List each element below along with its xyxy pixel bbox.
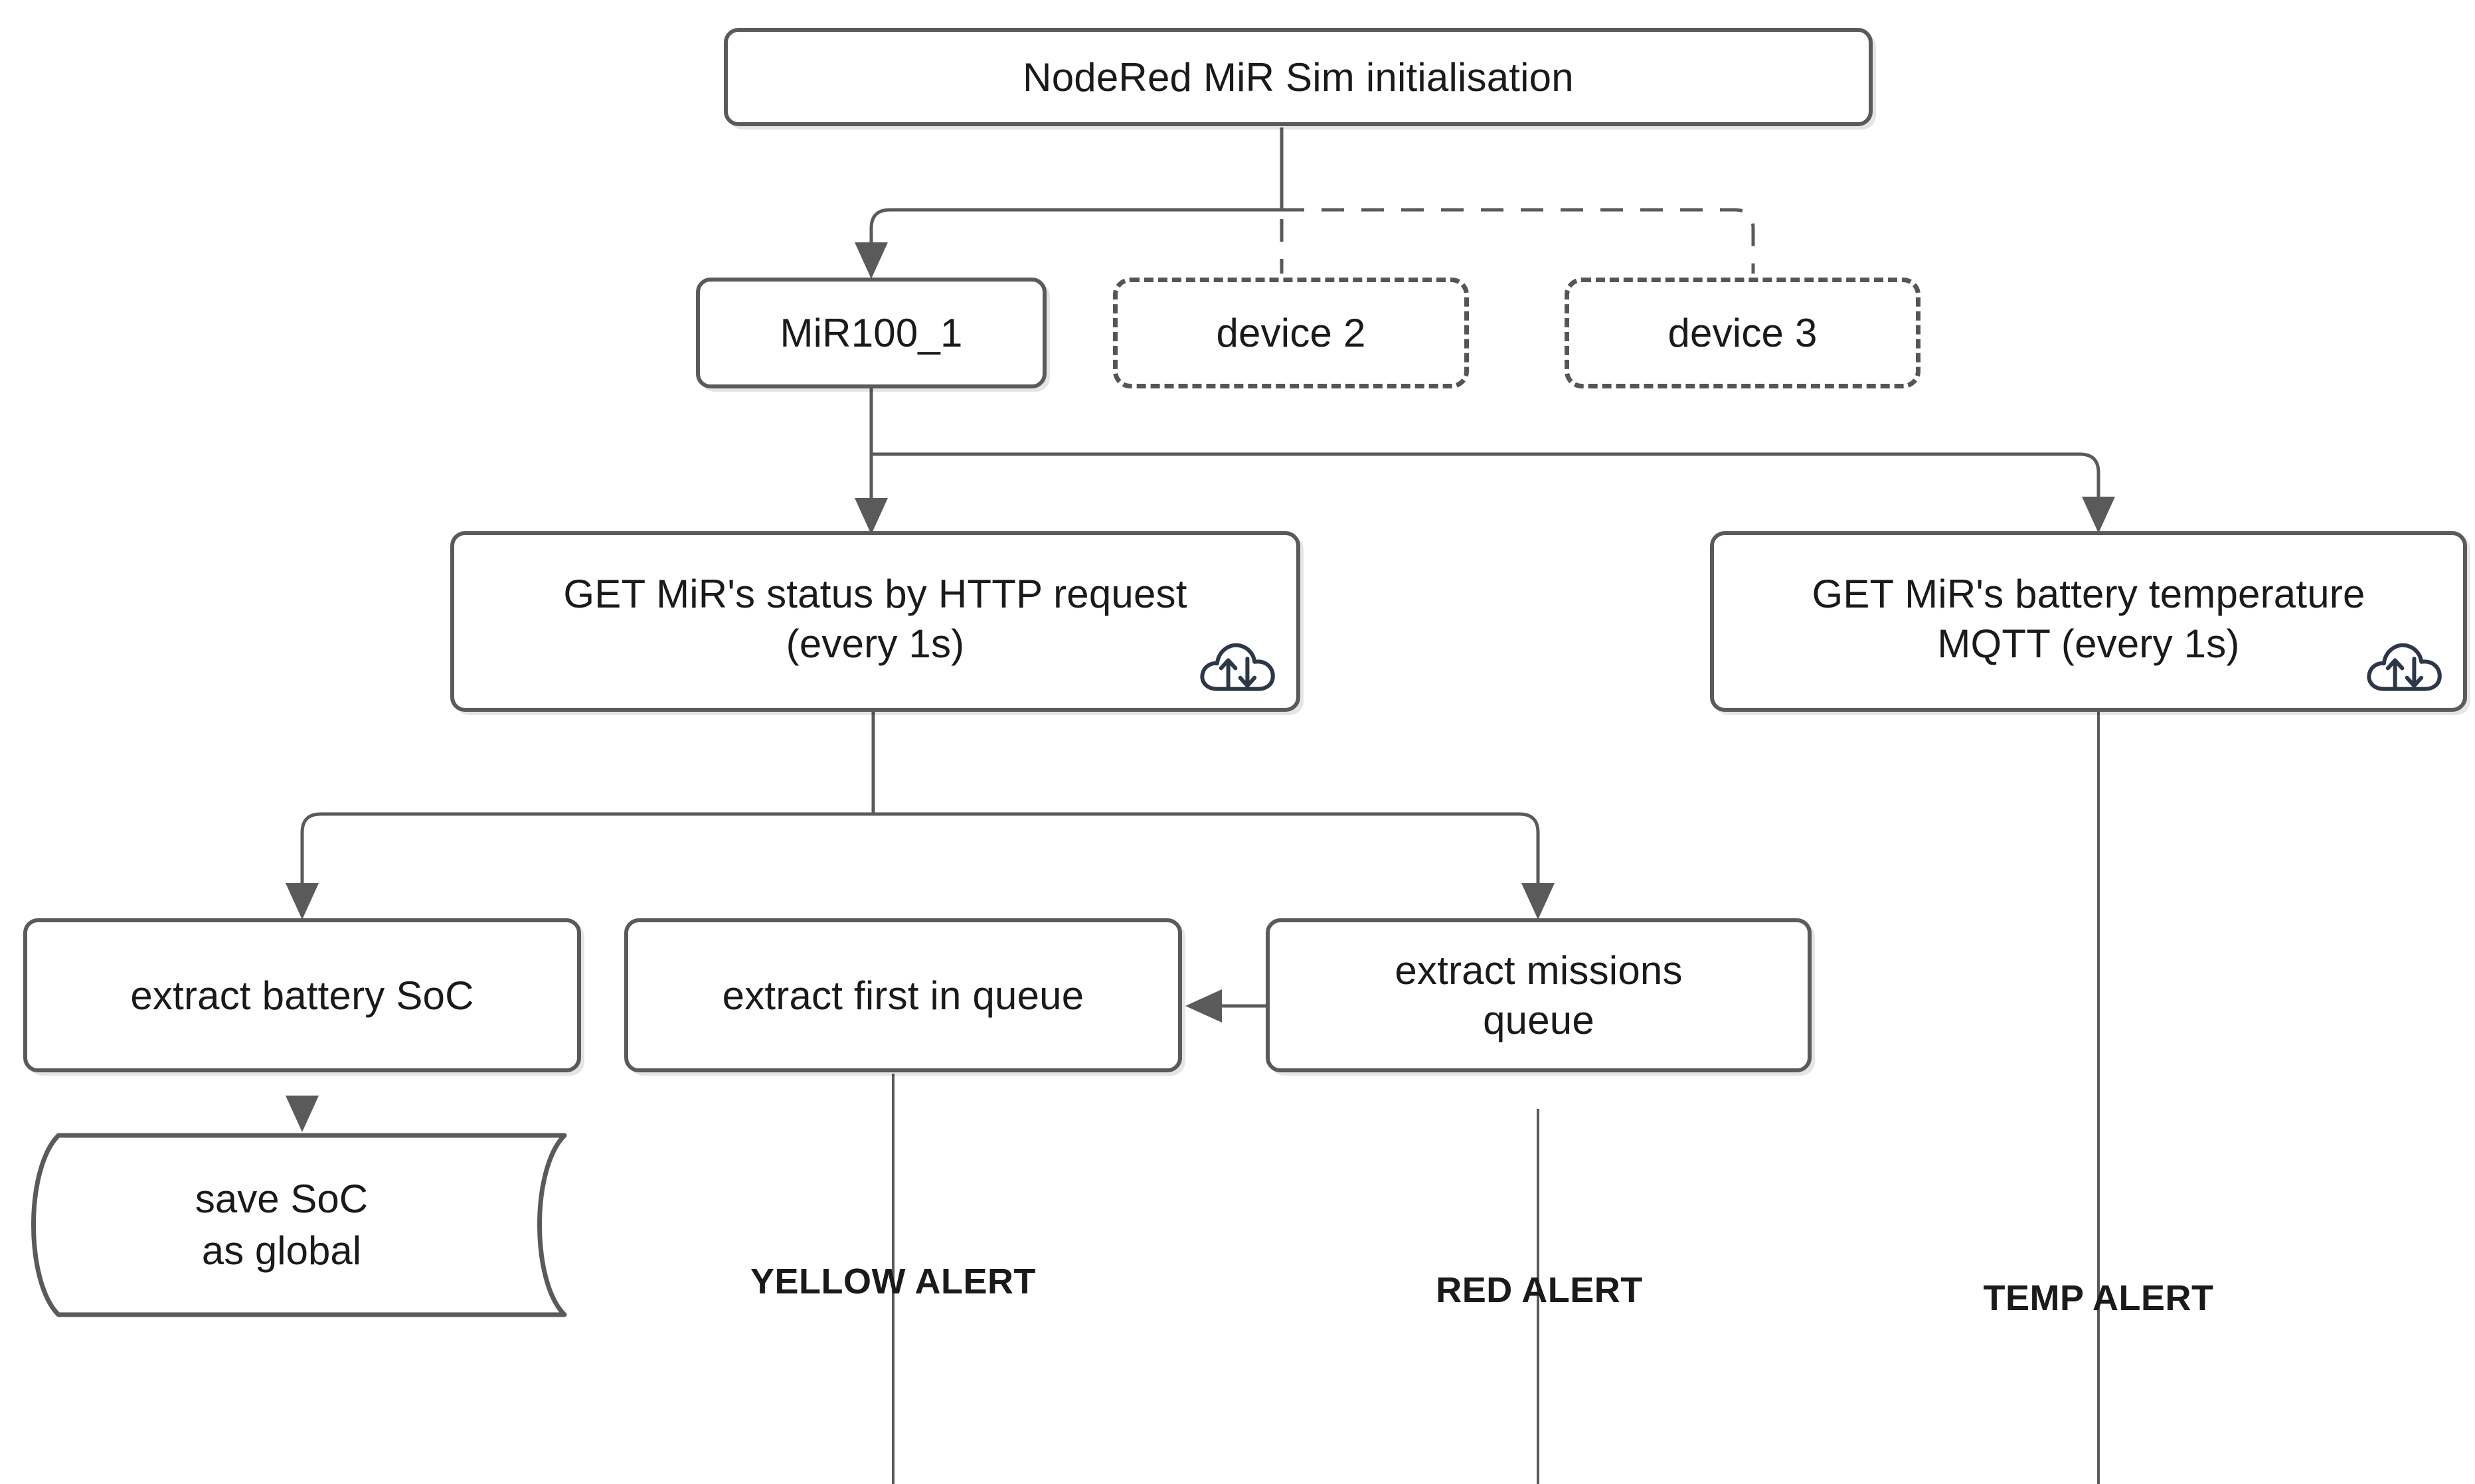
- tape-shape: [31, 1133, 567, 1317]
- node-device-2[interactable]: device 2: [1113, 278, 1469, 388]
- node-mqtt-temperature[interactable]: GET MiR's battery temperature MQTT (ever…: [1710, 531, 2467, 712]
- node-extract-battery-soc[interactable]: extract battery SoC: [23, 918, 581, 1072]
- node-device-2-label: device 2: [1216, 311, 1366, 355]
- edge-title-to-mir100: [855, 208, 1282, 279]
- edge-title-to-device3: [1282, 208, 1755, 274]
- edge-http-to-soc: [286, 812, 873, 920]
- node-http-status[interactable]: GET MiR's status by HTTP request (every …: [450, 531, 1300, 712]
- node-extract-missions-queue[interactable]: extract missions queue: [1266, 918, 1812, 1072]
- label-temp-alert: TEMP ALERT: [1983, 1278, 2214, 1318]
- node-save-soc-global-label: save SoC as global: [195, 1177, 369, 1273]
- node-device-3-label: device 3: [1667, 311, 1818, 355]
- node-http-status-label: GET MiR's status by HTTP request (every …: [563, 572, 1187, 666]
- node-mir100-1-label: MiR100_1: [780, 311, 963, 355]
- cloud-transfer-icon: [2367, 643, 2442, 691]
- edge-mir100-to-mqtt: [871, 452, 2115, 533]
- node-extract-battery-soc-label: extract battery SoC: [130, 973, 474, 1018]
- node-extract-missions-queue-label: extract missions queue: [1395, 948, 1683, 1042]
- node-extract-first-in-queue-label: extract first in queue: [722, 973, 1084, 1018]
- node-nodered-init[interactable]: NodeRed MiR Sim initialisation: [724, 28, 1873, 126]
- node-save-soc-global[interactable]: save SoC as global: [20, 1129, 578, 1321]
- node-mir100-1[interactable]: MiR100_1: [696, 278, 1047, 388]
- cloud-transfer-icon: [1200, 643, 1275, 691]
- label-red-alert: RED ALERT: [1436, 1270, 1643, 1310]
- node-extract-first-in-queue[interactable]: extract first in queue: [624, 918, 1182, 1072]
- node-device-3[interactable]: device 3: [1565, 278, 1920, 388]
- node-nodered-init-label: NodeRed MiR Sim initialisation: [1023, 54, 1574, 100]
- node-mqtt-temperature-label: GET MiR's battery temperature MQTT (ever…: [1812, 572, 2365, 666]
- label-yellow-alert: YELLOW ALERT: [750, 1262, 1036, 1301]
- edge-http-to-missions: [873, 812, 1555, 920]
